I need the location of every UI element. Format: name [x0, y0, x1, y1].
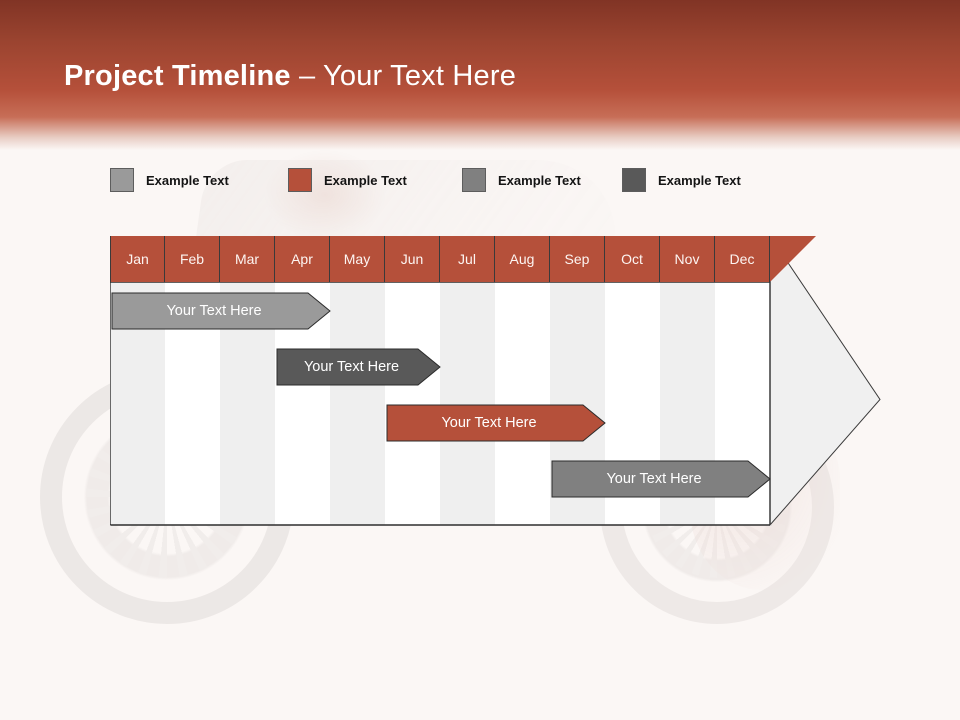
month-header-jul[interactable]: Jul — [440, 236, 495, 282]
legend-item-label: Example Text — [498, 172, 581, 188]
legend-item-4[interactable]: Example Text — [622, 168, 741, 192]
month-header-apr[interactable]: Apr — [275, 236, 330, 282]
timeline-bar-shape — [386, 404, 606, 442]
legend-swatch-icon — [622, 168, 646, 192]
grid-column-jun — [385, 282, 440, 525]
month-header-label: Oct — [621, 251, 643, 267]
legend-item-1[interactable]: Example Text — [110, 168, 229, 192]
month-header-label: Jun — [400, 251, 424, 267]
month-header-label: Feb — [179, 251, 205, 267]
month-header-row: Jan Feb Mar Apr May Jun Jul Aug Sep Oct Nov Dec — [110, 236, 770, 282]
timeline-bar-shape — [111, 292, 331, 330]
month-header-aug[interactable]: Aug — [495, 236, 550, 282]
legend-item-2[interactable]: Example Text — [288, 168, 407, 192]
timeline-bar-graphic — [276, 348, 441, 386]
reflection-line-right — [769, 524, 773, 526]
month-header-label: Sep — [564, 251, 590, 267]
legend-swatch-icon — [462, 168, 486, 192]
grid-column-jul — [440, 282, 495, 525]
month-header-label: Apr — [291, 251, 313, 267]
timeline-bar-graphic — [111, 292, 331, 330]
legend-item-label: Example Text — [658, 172, 741, 188]
month-header-label: Mar — [234, 251, 260, 267]
month-header-feb[interactable]: Feb — [165, 236, 220, 282]
legend-item-3[interactable]: Example Text — [462, 168, 581, 192]
timeline-bar-3[interactable]: Your Text Here — [386, 404, 606, 442]
month-header-dec[interactable]: Dec — [715, 236, 770, 282]
chart-arrowhead — [769, 236, 881, 526]
title-banner — [0, 0, 960, 150]
month-header-label: Nov — [674, 251, 700, 267]
timeline-chart: Jan Feb Mar Apr May Jun Jul Aug Sep Oct Nov Dec You… — [110, 236, 885, 526]
month-header-may[interactable]: May — [330, 236, 385, 282]
arrowhead-header-cap — [770, 236, 816, 282]
month-header-jun[interactable]: Jun — [385, 236, 440, 282]
page-title: Project Timeline – Your Text Here — [64, 60, 516, 93]
grid-column-may — [330, 282, 385, 525]
timeline-bar-2[interactable]: Your Text Here — [276, 348, 441, 386]
legend-item-label: Example Text — [324, 172, 407, 188]
month-header-oct[interactable]: Oct — [605, 236, 660, 282]
month-header-sep[interactable]: Sep — [550, 236, 605, 282]
grid-column-aug — [495, 282, 550, 525]
page-title-bold: Project Timeline — [64, 60, 291, 92]
month-header-label: May — [343, 251, 371, 267]
page-title-rest: – Your Text Here — [290, 60, 517, 92]
month-header-mar[interactable]: Mar — [220, 236, 275, 282]
chart-legend: Example Text Example Text Example Text E… — [110, 168, 840, 198]
month-header-label: Jan — [126, 251, 149, 267]
legend-item-label: Example Text — [146, 172, 229, 188]
timeline-bar-graphic — [386, 404, 606, 442]
timeline-bar-graphic — [551, 460, 771, 498]
timeline-bar-1[interactable]: Your Text Here — [111, 292, 331, 330]
legend-swatch-icon — [288, 168, 312, 192]
legend-swatch-icon — [110, 168, 134, 192]
timeline-bar-shape — [276, 348, 441, 386]
month-header-label: Dec — [729, 251, 755, 267]
month-header-label: Jul — [458, 251, 476, 267]
month-header-label: Aug — [509, 251, 535, 267]
timeline-bar-shape — [551, 460, 771, 498]
timeline-bar-4[interactable]: Your Text Here — [551, 460, 771, 498]
month-header-jan[interactable]: Jan — [110, 236, 165, 282]
month-header-nov[interactable]: Nov — [660, 236, 715, 282]
